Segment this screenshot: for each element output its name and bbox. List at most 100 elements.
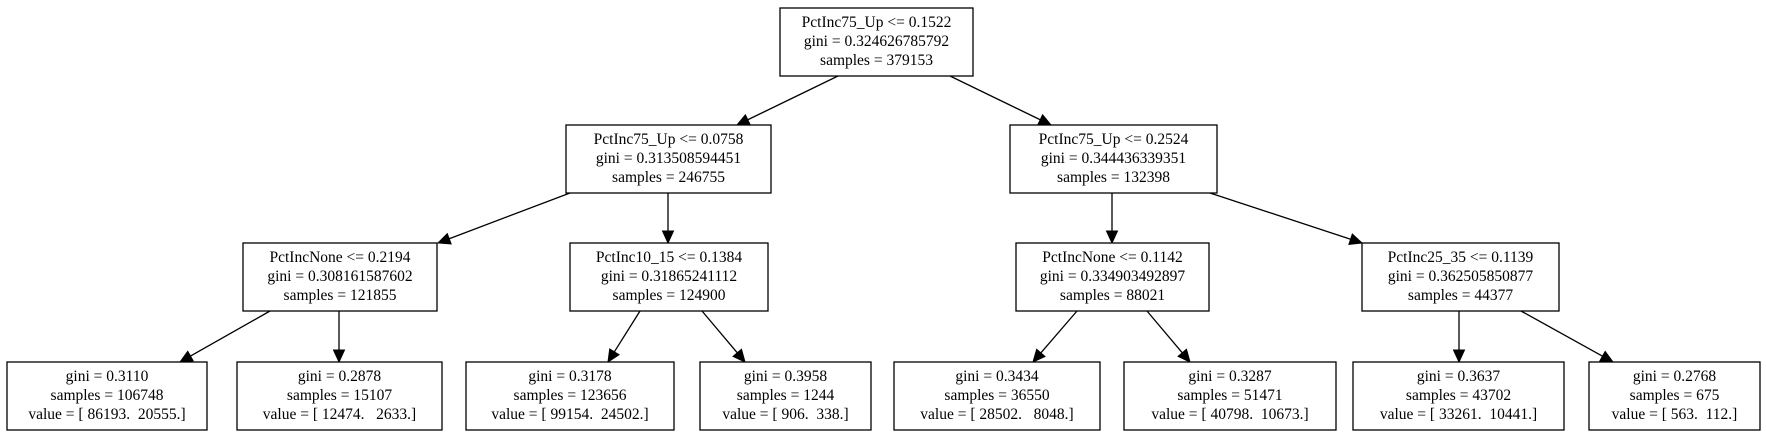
tree-edge-n3-n7 xyxy=(178,310,271,363)
arrowhead-icon xyxy=(436,232,452,245)
node-text-line: samples = 36550 xyxy=(944,387,1049,404)
node-text-line: gini = 0.2878 xyxy=(298,368,381,385)
node-text-line: gini = 0.3110 xyxy=(66,368,149,385)
arrowhead-icon xyxy=(1452,349,1466,364)
node-box xyxy=(893,361,1101,431)
node-box xyxy=(565,124,772,194)
node-box xyxy=(1361,242,1560,312)
node-text-line: samples = 132398 xyxy=(1057,169,1170,186)
arrowhead-icon xyxy=(178,350,194,363)
node-box xyxy=(1009,124,1218,194)
node-text-line: PctInc75_Up <= 0.0758 xyxy=(594,131,744,148)
node-text-line: samples = 44377 xyxy=(1408,287,1513,304)
node-box xyxy=(1123,361,1337,431)
node-text-line: samples = 124900 xyxy=(613,287,726,304)
edge-line xyxy=(190,310,271,357)
node-text-line: value = [ 99154. 24502.] xyxy=(491,406,648,423)
node-box xyxy=(6,361,208,431)
node-text-line: value = [ 86193. 20555.] xyxy=(28,406,185,423)
arrowhead-icon xyxy=(332,349,346,364)
node-box xyxy=(1015,242,1210,312)
tree-edge-n2-n6 xyxy=(1209,192,1364,246)
node-text-line: PctIncNone <= 0.2194 xyxy=(269,249,410,266)
edge-line xyxy=(949,75,1041,121)
node-text-line: samples = 121855 xyxy=(284,287,397,304)
node-box xyxy=(236,361,443,431)
node-text-line: value = [ 563. 112.] xyxy=(1612,406,1738,423)
tree-edge-n3-n8 xyxy=(332,311,346,364)
tree-node-n8: gini = 0.2878 samples = 15107 value = [ 12… xyxy=(236,361,443,431)
node-box xyxy=(699,361,872,431)
tree-node-n6: PctInc25_35 <= 0.1139 gini = 0.3625058508… xyxy=(1361,242,1560,312)
node-text-line: gini = 0.324626785792 xyxy=(804,33,949,50)
node-text-line: samples = 1244 xyxy=(737,387,835,404)
node-box xyxy=(465,361,675,431)
tree-edge-n2-n5 xyxy=(1105,193,1119,245)
node-text-line: samples = 106748 xyxy=(51,387,164,404)
tree-edge-n4-n10 xyxy=(701,310,746,363)
edge-line xyxy=(1146,310,1183,354)
edge-line xyxy=(747,75,839,121)
node-text-line: gini = 0.344436339351 xyxy=(1041,150,1186,167)
tree-edges xyxy=(178,75,1615,364)
node-text-line: samples = 88021 xyxy=(1060,287,1165,304)
arrowhead-icon xyxy=(1348,233,1364,246)
node-box xyxy=(1588,361,1761,431)
node-text-line: PctInc10_15 <= 0.1384 xyxy=(596,249,742,266)
node-text-line: gini = 0.3287 xyxy=(1188,368,1271,385)
node-text-line: samples = 43702 xyxy=(1406,387,1511,404)
node-text-line: samples = 675 xyxy=(1630,387,1720,404)
node-text-line: gini = 0.3178 xyxy=(528,368,611,385)
node-text-line: value = [ 40798. 10673.] xyxy=(1151,406,1308,423)
tree-edge-n1-n3 xyxy=(436,192,571,245)
tree-edge-n6-n14 xyxy=(1520,310,1615,363)
node-text-line: gini = 0.3958 xyxy=(744,368,827,385)
tree-edge-n1-n4 xyxy=(661,193,675,245)
arrowhead-icon xyxy=(1177,348,1191,363)
node-text-line: samples = 15107 xyxy=(287,387,392,404)
node-text-line: samples = 51471 xyxy=(1177,387,1282,404)
tree-node-n3: PctIncNone <= 0.2194 gini = 0.30816158760… xyxy=(242,242,438,312)
arrowhead-icon xyxy=(1599,350,1615,363)
tree-node-n10: gini = 0.3958 samples = 1244 value = [ 906… xyxy=(699,361,872,431)
arrowhead-icon xyxy=(661,230,675,245)
node-text-line: PctInc25_35 <= 0.1139 xyxy=(1388,249,1534,266)
node-text-line: gini = 0.362505850877 xyxy=(1388,268,1533,285)
tree-edge-n4-n9 xyxy=(607,310,641,364)
edge-line xyxy=(1209,192,1351,240)
node-text-line: PctInc75_Up <= 0.2524 xyxy=(1039,131,1189,148)
node-text-line: value = [ 906. 338.] xyxy=(722,406,848,423)
node-text-line: gini = 0.334903492897 xyxy=(1040,268,1185,285)
arrowhead-icon xyxy=(607,348,620,364)
tree-edge-n5-n12 xyxy=(1146,310,1191,363)
node-box xyxy=(569,242,769,312)
tree-node-n2: PctInc75_Up <= 0.2524 gini = 0.3444363393… xyxy=(1009,124,1218,194)
node-text-line: gini = 0.308161587602 xyxy=(267,268,412,285)
tree-edge-n5-n11 xyxy=(1032,310,1078,363)
node-text-line: samples = 379153 xyxy=(820,52,933,69)
tree-node-n9: gini = 0.3178 samples = 123656 value = [ 9… xyxy=(465,361,675,431)
edge-line xyxy=(1040,310,1078,354)
node-text-line: value = [ 12474. 2633.] xyxy=(263,406,416,423)
node-text-line: samples = 123656 xyxy=(514,387,627,404)
edge-line xyxy=(701,310,738,354)
node-box xyxy=(1352,361,1565,431)
edge-line xyxy=(1520,310,1603,357)
node-box xyxy=(242,242,438,312)
tree-edge-n0-n2 xyxy=(949,75,1053,126)
tree-node-n12: gini = 0.3287 samples = 51471 value = [ 40… xyxy=(1123,361,1337,431)
arrowhead-icon xyxy=(1037,113,1053,126)
tree-edge-n0-n1 xyxy=(735,75,839,126)
node-text-line: samples = 246755 xyxy=(612,169,725,186)
arrowhead-icon xyxy=(735,113,751,126)
arrowhead-icon xyxy=(1032,348,1046,363)
